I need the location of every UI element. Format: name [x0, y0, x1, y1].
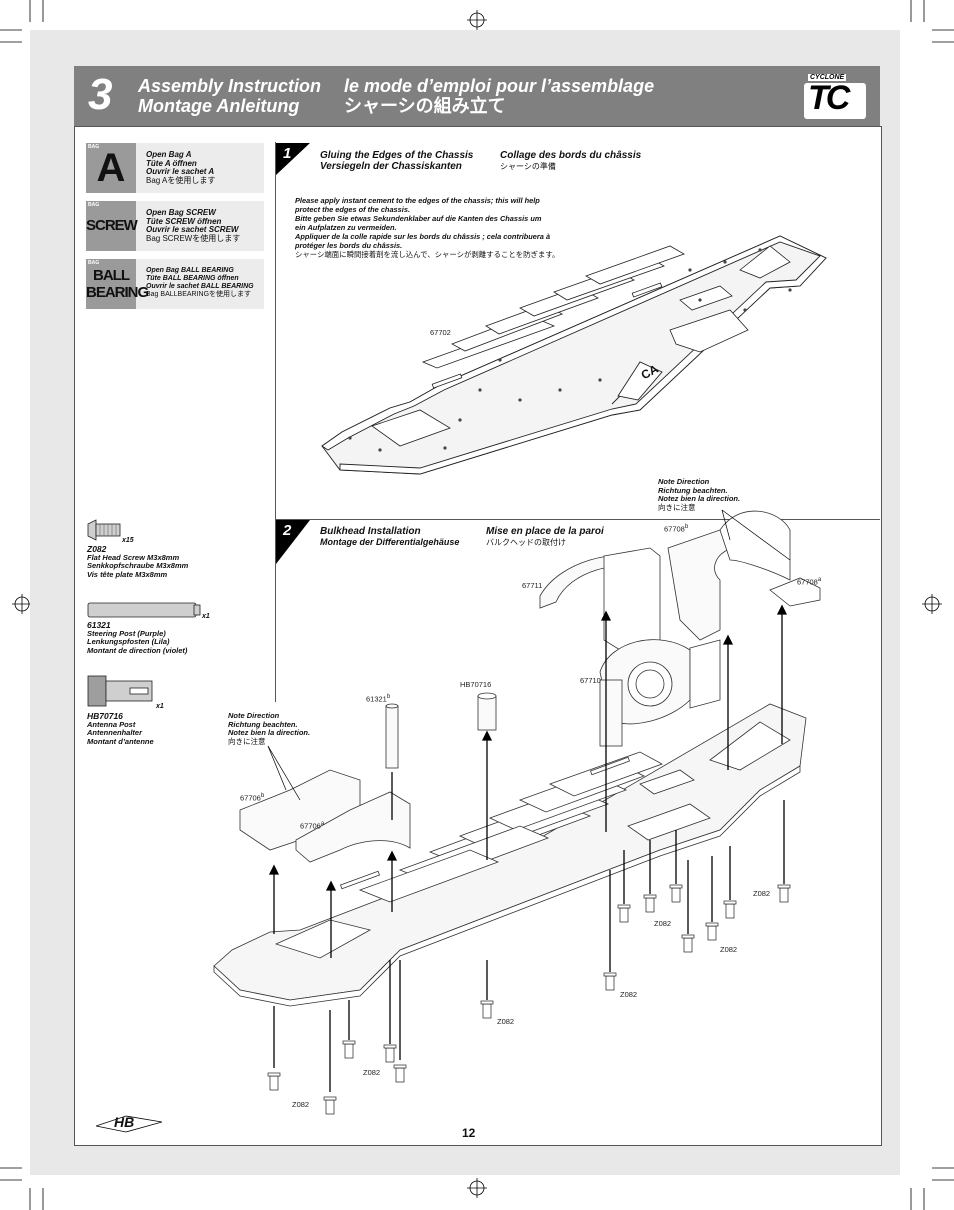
- label-61321: 61321b: [366, 694, 391, 704]
- step-2-flag: [276, 520, 310, 564]
- part-qty-z082: x15: [122, 537, 134, 544]
- bag-a-icon: BAG A: [86, 143, 136, 193]
- step-divider: [275, 519, 880, 520]
- label-67710: 67710: [580, 676, 601, 685]
- label-z082: Z082: [753, 889, 771, 898]
- step-1-instructions: Please apply instant cement to the edges…: [295, 196, 560, 259]
- bag-screw-icon: BAG SCREW: [86, 201, 138, 251]
- label-67706-a: 67706a: [300, 821, 325, 831]
- step-2-number: 2: [283, 522, 292, 539]
- label-z082: Z082: [654, 919, 672, 928]
- label-67706-b: 67706b: [240, 793, 265, 803]
- section-header: 3 Assembly Instruction le mode d’emploi …: [74, 66, 880, 126]
- column-divider: [275, 142, 276, 702]
- label-z082: Z082: [292, 1100, 310, 1109]
- title-german: Montage Anleitung: [138, 96, 300, 116]
- label-67708-b: 67708b: [664, 524, 689, 534]
- title-english: Assembly Instruction: [138, 76, 322, 96]
- step-1-number: 1: [283, 145, 292, 162]
- title-japanese: シャーシの組み立て: [344, 96, 506, 116]
- label-67708-a: 67708a: [797, 577, 822, 587]
- label-z082: Z082: [363, 1068, 381, 1077]
- label-67711: 67711: [522, 581, 543, 590]
- title-french: le mode d’emploi pour l’assemblage: [344, 76, 655, 96]
- section-number: 3: [88, 70, 113, 119]
- label-z082: Z082: [497, 1017, 515, 1026]
- hb-footer-logo: HB: [94, 1112, 163, 1134]
- page-number: 12: [462, 1126, 476, 1140]
- part-qty-hb70716: x1: [156, 703, 164, 710]
- part-info-61321: 61321 Steering Post (Purple)Lenkungspfos…: [87, 620, 188, 655]
- part-qty-61321: x1: [202, 613, 210, 620]
- label-hb70716: HB70716: [460, 680, 492, 689]
- cyclone-tc-logo: CYCLONE TC: [804, 74, 868, 120]
- step-1-flag: [276, 143, 310, 175]
- label-z082: Z082: [620, 990, 638, 999]
- part-label-67702: 67702: [430, 328, 451, 337]
- label-z082: Z082: [720, 945, 738, 954]
